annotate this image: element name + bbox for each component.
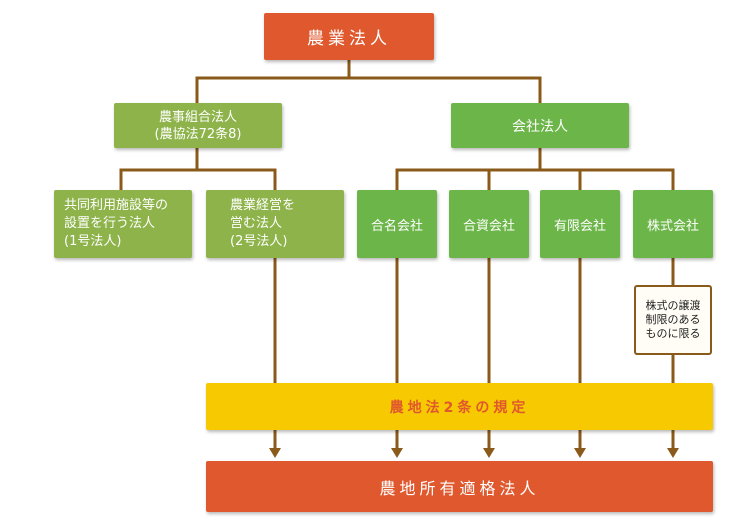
share-restriction-note: 株式の譲渡 制限のある ものに限る <box>634 285 712 355</box>
connector-company <box>395 146 675 192</box>
result-node: 農地所有適格法人 <box>206 461 713 512</box>
company-label: 会社法人 <box>512 118 568 135</box>
root-node: 農業法人 <box>264 13 434 60</box>
coop-label: 農事組合法人 (農協法72条8) <box>154 109 242 142</box>
regulation-label: 農地法2条の規定 <box>389 399 530 416</box>
root-label: 農業法人 <box>307 29 391 49</box>
company-child-gomei: 合名会社 <box>357 190 437 258</box>
coop-child-1go: 共同利用施設等の 設置を行う法人 (1号法人) <box>54 190 192 258</box>
company-node: 会社法人 <box>451 103 629 148</box>
regulation-band: 農地法2条の規定 <box>206 383 713 430</box>
arrow-2go <box>269 448 281 458</box>
share-restriction-note-label: 株式の譲渡 制限のある ものに限る <box>645 299 701 340</box>
company-child-kabushiki: 株式会社 <box>633 190 713 258</box>
coop-child-2go: 農業経営を 営む法人 (2号法人) <box>206 190 344 258</box>
coop-child-1go-label: 共同利用施設等の 設置を行う法人 (1号法人) <box>64 198 169 249</box>
company-child-goshi: 合資会社 <box>449 190 529 258</box>
company-child-kabushiki-label: 株式会社 <box>646 218 699 234</box>
connector-root <box>195 58 542 105</box>
coop-child-2go-label: 農業経営を 営む法人 (2号法人) <box>230 198 296 249</box>
coop-node: 農事組合法人 (農協法72条8) <box>114 103 282 148</box>
company-child-yugen-label: 有限会社 <box>553 218 606 234</box>
company-child-goshi-label: 合資会社 <box>462 218 515 234</box>
arrow-kabushiki <box>667 448 679 458</box>
result-label: 農地所有適格法人 <box>379 478 540 498</box>
company-child-gomei-label: 合名会社 <box>370 218 423 234</box>
company-child-yugen: 有限会社 <box>540 190 620 258</box>
arrow-yugen <box>574 448 586 458</box>
arrow-goshi <box>483 448 495 458</box>
arrow-gomei <box>391 448 403 458</box>
connector-coop <box>119 146 277 192</box>
